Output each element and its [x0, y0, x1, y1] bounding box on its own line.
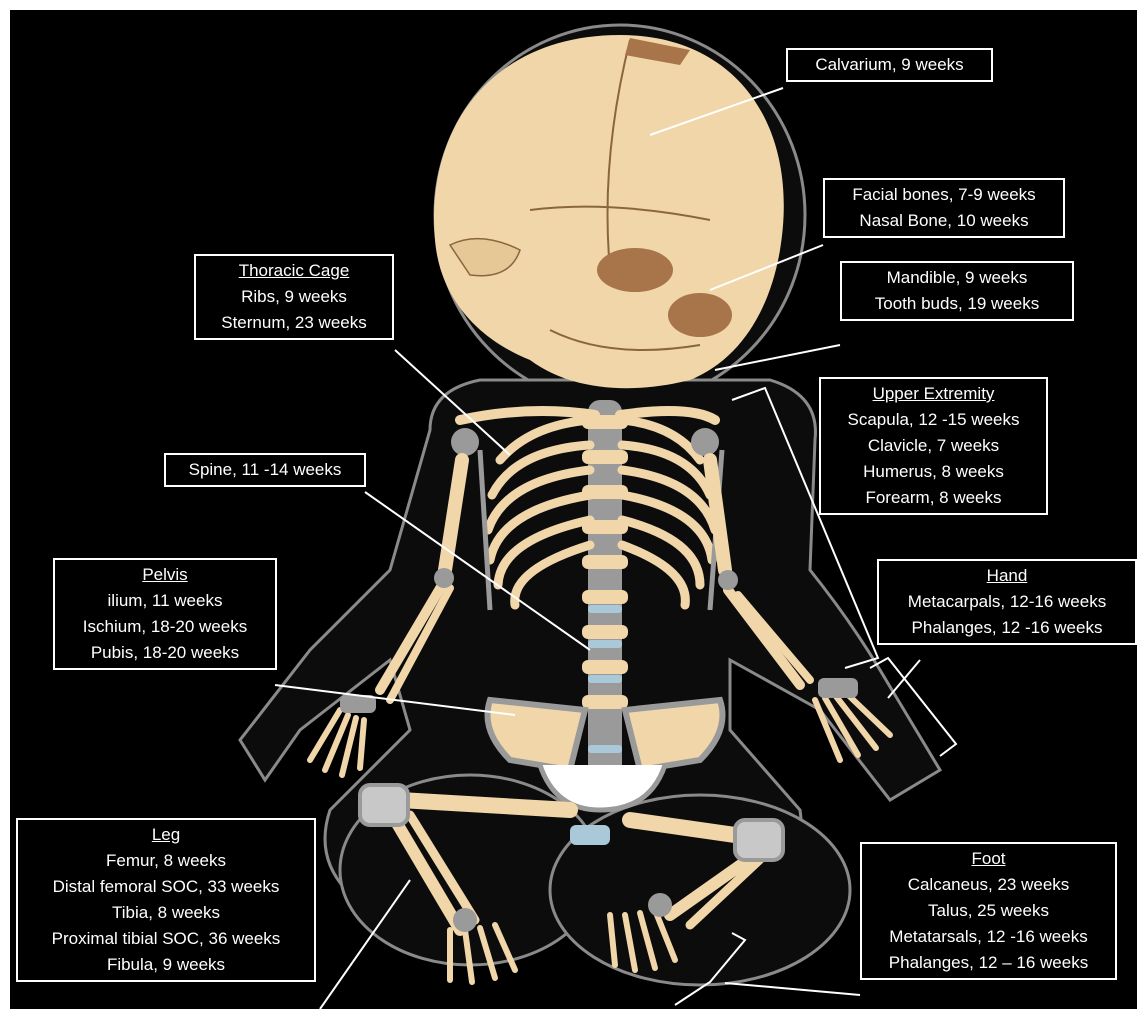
mandible-line-1: Mandible, 9 weeks: [850, 265, 1064, 291]
pelvis-line-2: Ischium, 18-20 weeks: [63, 614, 267, 640]
leg-line-5: Fibula, 9 weeks: [26, 952, 306, 978]
label-facial-bones: Facial bones, 7-9 weeks Nasal Bone, 10 w…: [823, 178, 1065, 238]
label-mandible: Mandible, 9 weeks Tooth buds, 19 weeks: [840, 261, 1074, 321]
thoracic-heading: Thoracic Cage: [204, 258, 384, 284]
thoracic-line-1: Ribs, 9 weeks: [204, 284, 384, 310]
label-pelvis: Pelvis ilium, 11 weeks Ischium, 18-20 we…: [53, 558, 277, 670]
pelvis-heading: Pelvis: [63, 562, 267, 588]
leg-line-1: Femur, 8 weeks: [26, 848, 306, 874]
calvarium-line: Calvarium, 9 weeks: [796, 52, 983, 78]
upper-line-4: Forearm, 8 weeks: [829, 485, 1038, 511]
spine: [582, 400, 628, 780]
foot-line-1: Calcaneus, 23 weeks: [870, 872, 1107, 898]
label-thoracic-cage: Thoracic Cage Ribs, 9 weeks Sternum, 23 …: [194, 254, 394, 340]
foot-line-3: Metatarsals, 12 -16 weeks: [870, 924, 1107, 950]
hand-line-1: Metacarpals, 12-16 weeks: [887, 589, 1127, 615]
label-foot: Foot Calcaneus, 23 weeks Talus, 25 weeks…: [860, 842, 1117, 980]
leg-line-4: Proximal tibial SOC, 36 weeks: [26, 926, 306, 952]
foot-line-4: Phalanges, 12 – 16 weeks: [870, 950, 1107, 976]
thoracic-line-2: Sternum, 23 weeks: [204, 310, 384, 336]
pelvis-line-1: ilium, 11 weeks: [63, 588, 267, 614]
facial-line-1: Facial bones, 7-9 weeks: [833, 182, 1055, 208]
facial-line-2: Nasal Bone, 10 weeks: [833, 208, 1055, 234]
spine-line: Spine, 11 -14 weeks: [174, 457, 356, 483]
upper-line-2: Clavicle, 7 weeks: [829, 433, 1038, 459]
foot-heading: Foot: [870, 846, 1107, 872]
label-upper-extremity: Upper Extremity Scapula, 12 -15 weeks Cl…: [819, 377, 1048, 515]
label-calvarium: Calvarium, 9 weeks: [786, 48, 993, 82]
leg-line-3: Tibia, 8 weeks: [26, 900, 306, 926]
upper-line-1: Scapula, 12 -15 weeks: [829, 407, 1038, 433]
label-leg: Leg Femur, 8 weeks Distal femoral SOC, 3…: [16, 818, 316, 982]
label-spine: Spine, 11 -14 weeks: [164, 453, 366, 487]
leg-line-2: Distal femoral SOC, 33 weeks: [26, 874, 306, 900]
upper-heading: Upper Extremity: [829, 381, 1038, 407]
pelvis-line-3: Pubis, 18-20 weeks: [63, 640, 267, 666]
hand-heading: Hand: [887, 563, 1127, 589]
mandible-line-2: Tooth buds, 19 weeks: [850, 291, 1064, 317]
label-hand: Hand Metacarpals, 12-16 weeks Phalanges,…: [877, 559, 1137, 645]
leg-heading: Leg: [26, 822, 306, 848]
hand-line-2: Phalanges, 12 -16 weeks: [887, 615, 1127, 641]
figure-canvas: Calvarium, 9 weeks Facial bones, 7-9 wee…: [10, 10, 1137, 1009]
foot-line-2: Talus, 25 weeks: [870, 898, 1107, 924]
upper-line-3: Humerus, 8 weeks: [829, 459, 1038, 485]
